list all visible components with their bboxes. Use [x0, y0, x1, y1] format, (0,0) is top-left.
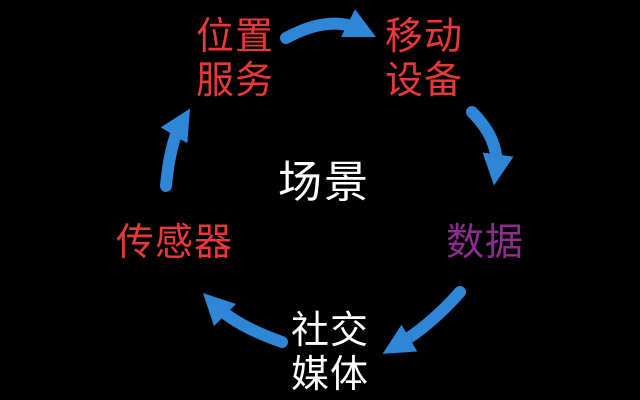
node-mobile-devices: 移动 设备 — [385, 14, 463, 102]
center-scenario-label: 场景 — [278, 157, 370, 208]
node-sensor-line-1: 传感器 — [116, 220, 234, 264]
node-mobile-line-2: 设备 — [385, 58, 464, 102]
arrow-sensor-to-location-icon — [160, 108, 191, 192]
node-social-line-1: 社交 — [291, 308, 370, 352]
node-data-line-1: 数据 — [446, 220, 525, 264]
node-location-services: 位置 服务 — [196, 14, 274, 102]
node-social-media: 社交 媒体 — [291, 308, 369, 396]
node-social-line-2: 媒体 — [291, 352, 370, 396]
node-location-line-2: 服务 — [196, 58, 275, 102]
node-sensor: 传感器 — [116, 220, 233, 264]
arrow-location-to-mobile-icon — [280, 9, 376, 44]
node-mobile-line-1: 移动 — [385, 14, 464, 58]
arrow-social-to-sensor-icon — [202, 292, 288, 348]
node-location-line-1: 位置 — [196, 14, 275, 58]
arrow-mobile-to-data-icon — [466, 106, 514, 186]
node-data: 数据 — [446, 220, 524, 264]
arrow-data-to-social-icon — [382, 286, 466, 354]
